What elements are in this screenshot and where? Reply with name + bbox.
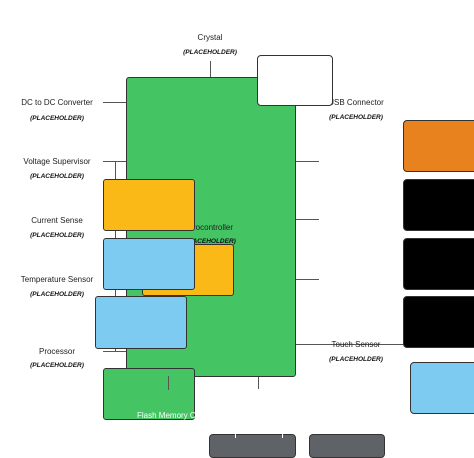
touch-sensor-label: Touch Sensor [331,340,381,349]
right-connector-1 [296,161,319,162]
bottom-gray-tick-1 [235,434,236,438]
right-connector-2 [296,219,319,220]
bottom-gray-tick-2 [282,434,283,438]
voltage-supervisor-connector [103,161,126,162]
crystal-label: Crystal [197,33,223,42]
crystal-connector [210,61,211,77]
touch-sensor-connector [296,344,436,345]
microcontroller-label: rocontroller [193,223,234,232]
right-light-blue-box[interactable] [410,362,474,414]
dc-dc-placeholder: (PLACEHOLDER) [30,115,84,122]
dc-dc-connector [103,102,126,103]
current-sense-placeholder: (PLACEHOLDER) [30,232,84,239]
flash-memory-label: Flash Memory Car [137,411,203,420]
bottom-gray-box-2[interactable] [309,434,385,458]
usb-connector-label: USB Connector [328,98,384,107]
right-black-box-2[interactable] [403,238,474,290]
flash-memory-box[interactable] [103,368,195,420]
current-sense-label: Current Sense [31,216,83,225]
temperature-sensor-box[interactable] [103,238,195,290]
right-connector-3 [296,279,319,280]
voltage-supervisor-label: Voltage Supervisor [23,157,91,166]
touch-sensor-placeholder: (PLACEHOLDER) [329,356,383,363]
microcontroller-placeholder: (PLACEHOLDER) [182,238,236,245]
processor-connector [103,351,126,352]
processor-box[interactable] [95,296,187,349]
right-black-box-3[interactable] [403,296,474,348]
temperature-sensor-label: Temperature Sensor [20,275,94,284]
right-orange-box[interactable] [403,120,474,172]
bottom-connector [258,377,259,389]
dc-dc-label: DC to DC Converter [21,98,93,107]
crystal-placeholder: (PLACEHOLDER) [183,49,237,56]
right-black-box-1[interactable] [403,179,474,231]
processor-placeholder: (PLACEHOLDER) [30,362,84,369]
temperature-sensor-placeholder: (PLACEHOLDER) [30,291,84,298]
voltage-supervisor-placeholder: (PLACEHOLDER) [30,173,84,180]
current-sense-box[interactable] [103,179,195,231]
processor-label: Processor [38,347,75,356]
usb-connector-placeholder: (PLACEHOLDER) [329,114,383,121]
flash-memory-divider [168,376,169,390]
crystal-box[interactable] [257,55,333,106]
